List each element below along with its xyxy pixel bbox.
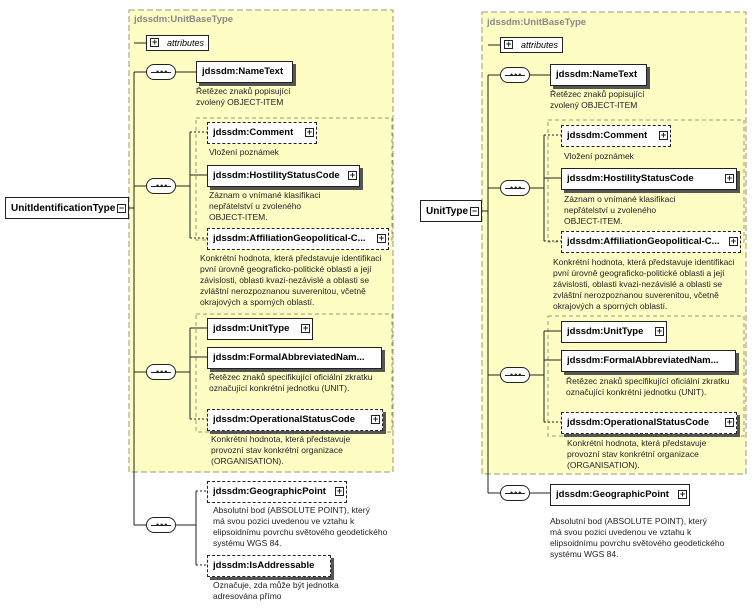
element-label: jdssdm:OperationalStatusCode	[567, 417, 709, 428]
plus-icon[interactable]: +	[335, 486, 344, 496]
left-operational[interactable]: jdssdm:OperationalStatusCode +	[207, 409, 383, 431]
element-label: jdssdm:AffiliationGeopolitical-C...	[567, 236, 720, 247]
right-comment[interactable]: jdssdm:Comment +	[561, 125, 671, 147]
plus-icon[interactable]: +	[504, 39, 513, 49]
right-operational-desc: Konkrétní hodnota, která představuje pro…	[567, 438, 707, 470]
sequence-icon: •••	[500, 367, 530, 383]
sequence-icon: •••	[500, 180, 530, 196]
right-geo-desc: Absolutní bod (ABSOLUTE POINT), který má…	[550, 516, 725, 559]
plus-icon[interactable]: +	[678, 489, 687, 499]
element-label: jdssdm:GeographicPoint	[213, 486, 326, 497]
left-addressable-desc: Označuje, zda může být jednotka adresová…	[213, 580, 339, 601]
right-name-text[interactable]: jdssdm:NameText	[550, 64, 647, 86]
left-root-label: UnitIdentificationType	[11, 203, 116, 214]
left-geo-desc: Absolutní bod (ABSOLUTE POINT), který má…	[213, 505, 388, 548]
element-label: jdssdm:UnitType	[213, 323, 290, 334]
right-formal-desc: Řetězec znaků specifikující oficiální zk…	[566, 376, 730, 397]
sequence-icon: •••	[146, 178, 176, 194]
element-label: jdssdm:UnitType	[567, 326, 644, 337]
right-operational[interactable]: jdssdm:OperationalStatusCode +	[561, 412, 737, 434]
element-label: jdssdm:NameText	[202, 66, 284, 77]
left-attributes[interactable]: + attributes	[146, 35, 210, 51]
left-formal[interactable]: jdssdm:FormalAbbreviatedNam...	[207, 347, 382, 369]
plus-icon[interactable]: +	[725, 417, 734, 427]
plus-icon[interactable]: +	[348, 170, 357, 180]
collapse-icon[interactable]: −	[117, 203, 126, 213]
sequence-icon: •••	[146, 64, 176, 80]
collapse-icon[interactable]: −	[470, 206, 479, 216]
right-affiliation[interactable]: jdssdm:AffiliationGeopolitical-C... +	[561, 231, 741, 253]
left-name-text[interactable]: jdssdm:NameText	[196, 61, 293, 83]
right-attributes[interactable]: + attributes	[500, 37, 564, 53]
plus-icon[interactable]: +	[659, 130, 668, 140]
right-geographic-point[interactable]: jdssdm:GeographicPoint +	[550, 484, 690, 506]
element-label: jdssdm:GeographicPoint	[556, 489, 669, 500]
left-geographic-point[interactable]: jdssdm:GeographicPoint +	[207, 481, 347, 503]
sequence-icon: •••	[146, 517, 176, 533]
element-label: jdssdm:HostilityStatusCode	[213, 170, 340, 181]
right-hostility-desc: Záznam o vnímané klasifikaci nepřátelstv…	[564, 194, 676, 226]
plus-icon[interactable]: +	[377, 233, 386, 243]
left-is-addressable[interactable]: jdssdm:IsAddressable	[207, 555, 331, 577]
left-root-type[interactable]: UnitIdentificationType −	[5, 197, 129, 219]
element-label: jdssdm:FormalAbbreviatedNam...	[567, 355, 719, 366]
plus-icon[interactable]: +	[150, 37, 159, 47]
sequence-icon: •••	[500, 485, 530, 501]
left-hostility-desc: Záznam o vnímané klasifikaci nepřátelstv…	[209, 190, 321, 222]
right-affiliation-desc: Konkrétní hodnota, která představuje ide…	[553, 257, 735, 311]
left-unit-group-box	[195, 313, 393, 433]
plus-icon[interactable]: +	[655, 326, 664, 336]
plus-icon[interactable]: +	[729, 236, 738, 246]
plus-icon[interactable]: +	[301, 323, 310, 333]
element-label: jdssdm:OperationalStatusCode	[213, 414, 355, 425]
element-label: jdssdm:Comment	[213, 127, 294, 138]
element-label: jdssdm:IsAddressable	[213, 560, 315, 571]
right-hostility[interactable]: jdssdm:HostilityStatusCode +	[561, 168, 737, 190]
right-formal[interactable]: jdssdm:FormalAbbreviatedNam...	[561, 350, 736, 372]
left-affiliation[interactable]: jdssdm:AffiliationGeopolitical-C... +	[207, 228, 389, 250]
element-label: jdssdm:HostilityStatusCode	[567, 173, 694, 184]
element-label: jdssdm:FormalAbbreviatedNam...	[213, 352, 365, 363]
left-affiliation-desc: Konkrétní hodnota, která představuje ide…	[200, 253, 382, 307]
attributes-label: attributes	[521, 40, 559, 50]
left-comment[interactable]: jdssdm:Comment +	[207, 122, 317, 144]
plus-icon[interactable]: +	[305, 127, 314, 137]
right-unit-type[interactable]: jdssdm:UnitType +	[561, 321, 667, 343]
left-comment-desc: Vložení poznámek	[209, 147, 279, 157]
left-formal-desc: Řetězec znaků specifikující oficiální zk…	[209, 372, 373, 393]
right-unit-group-box	[547, 315, 745, 437]
left-container-title: jdssdm:UnitBaseType	[134, 14, 234, 25]
left-name-text-desc: Řetězec znaků popisující zvolený OBJECT-…	[196, 86, 291, 107]
sequence-icon: •••	[146, 364, 176, 380]
sequence-icon: •••	[500, 67, 530, 83]
attributes-label: attributes	[167, 38, 205, 48]
plus-icon[interactable]: +	[371, 414, 380, 424]
right-container-title: jdssdm:UnitBaseType	[487, 17, 587, 28]
right-root-label: UnitType	[426, 206, 469, 217]
right-comment-desc: Vložení poznámek	[564, 151, 634, 161]
element-label: jdssdm:Comment	[567, 130, 648, 141]
left-operational-desc: Konkrétní hodnota, která představuje pro…	[211, 434, 351, 466]
right-root-type[interactable]: UnitType −	[420, 200, 482, 222]
right-name-text-desc: Řetězec znaků popisující zvolený OBJECT-…	[550, 89, 645, 110]
left-hostility[interactable]: jdssdm:HostilityStatusCode +	[207, 165, 360, 187]
element-label: jdssdm:NameText	[556, 69, 638, 80]
left-unit-type[interactable]: jdssdm:UnitType +	[207, 318, 313, 340]
element-label: jdssdm:AffiliationGeopolitical-C...	[213, 233, 366, 244]
plus-icon[interactable]: +	[725, 173, 734, 183]
